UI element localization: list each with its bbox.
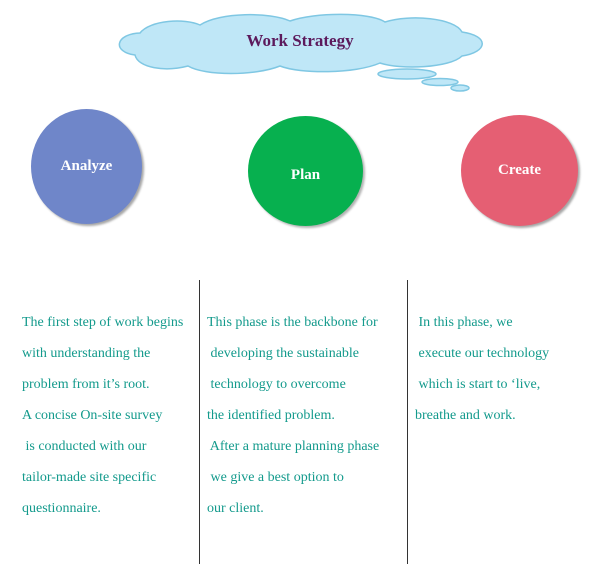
analyze-line: A concise On-site survey [22, 408, 163, 423]
plan-circle: Plan [248, 116, 363, 226]
create-line: breathe and work. [415, 408, 516, 423]
create-line: execute our technology [415, 346, 550, 361]
analyze-circle: Analyze [31, 109, 142, 224]
plan-line: developing the sustainable [207, 346, 360, 361]
analyze-line: questionnaire. [22, 501, 101, 516]
analyze-line: problem from it’s root. [22, 377, 150, 392]
plan-line: technology to overcome [207, 377, 346, 392]
title-cloud [118, 13, 483, 92]
analyze-line: The first step of work begins [22, 315, 184, 330]
plan-line: After a mature planning phase [207, 439, 380, 454]
column-divider-1 [199, 280, 200, 564]
plan-line: our client. [207, 501, 264, 516]
cloud-bubble-large [377, 68, 437, 80]
cloud-shape [118, 13, 483, 75]
analyze-line: tailor-made site specific [22, 470, 157, 485]
column-divider-2 [407, 280, 408, 564]
analyze-label: Analyze [60, 158, 113, 174]
analyze-line: is conducted with our [22, 439, 147, 454]
analyze-line: with understanding the [22, 346, 151, 361]
plan-label: Plan [290, 166, 321, 183]
create-label: Create [497, 162, 542, 178]
cloud-bubble-small [450, 84, 470, 92]
diagram-title: Work Strategy [246, 31, 354, 50]
plan-line: This phase is the backbone for [207, 315, 378, 330]
create-line: In this phase, we [415, 315, 513, 330]
create-circle: Create [461, 115, 578, 226]
plan-line: the identified problem. [207, 408, 335, 423]
cloud-bubble-medium [421, 77, 459, 87]
plan-line: we give a best option to [207, 470, 344, 485]
create-line: which is start to ‘live, [415, 377, 541, 392]
